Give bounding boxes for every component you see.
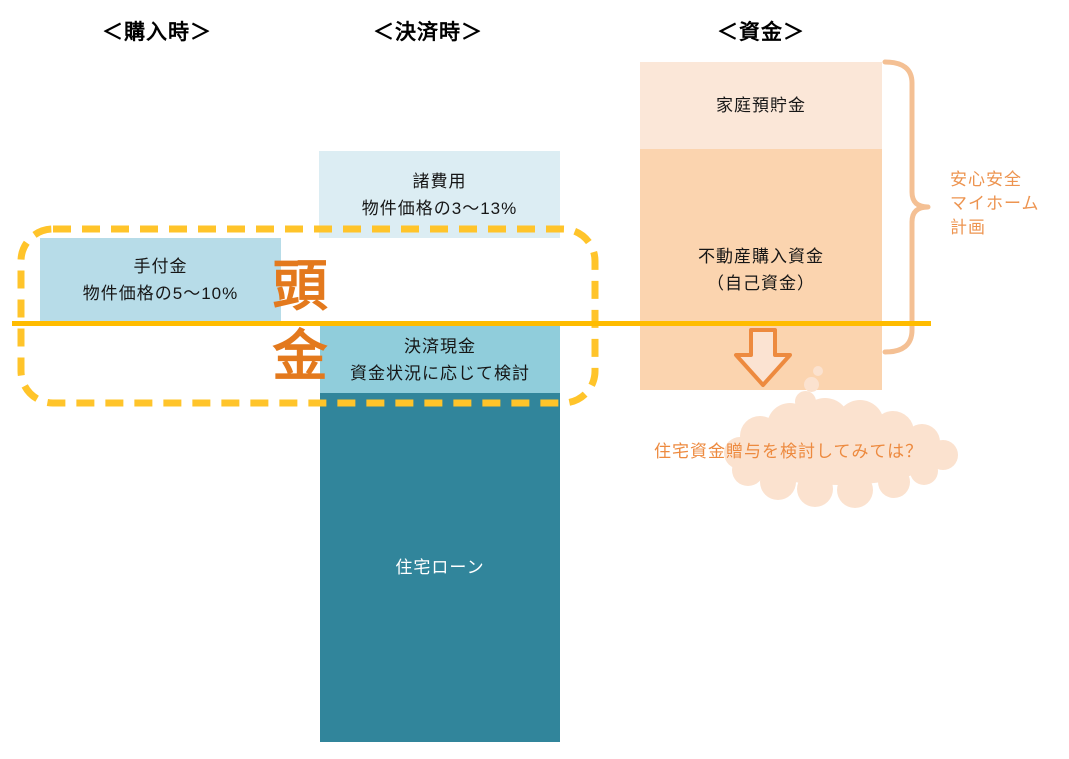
settlement-cash-box: 決済現金 資金状況に応じて検討 [320, 326, 560, 393]
plan-label-line1: 安心安全 [950, 170, 1022, 189]
deposit-box: 手付金 物件価格の5～10% [40, 238, 281, 322]
gift-suggestion-text: 住宅資金贈与を検討してみては？ [654, 442, 924, 461]
expenses-subtitle: 物件価格の3～13% [361, 198, 518, 218]
plan-brace [882, 59, 931, 355]
down-payment-label: 頭 金 [270, 251, 330, 391]
household-savings-box: 家庭預貯金 [640, 62, 882, 149]
down-payment-char-2: 金 [272, 325, 328, 387]
column-header-funds: ＜資金＞ [717, 21, 805, 44]
column-header-purchase: ＜購入時＞ [102, 21, 212, 44]
settlement-cash-subtitle: 資金状況に応じて検討 [350, 363, 530, 383]
down-payment-dashed-outline [17, 225, 599, 407]
purchase-funds-title: 不動産購入資金 [698, 246, 824, 266]
down-arrow-icon [734, 328, 792, 387]
home-loan-box: 住宅ローン [320, 393, 560, 742]
settlement-cash-title: 決済現金 [404, 336, 476, 356]
column-header-settlement: ＜決済時＞ [373, 21, 483, 44]
deposit-subtitle: 物件価格の5～10% [82, 284, 239, 303]
deposit-title: 手付金 [133, 257, 188, 276]
home-loan-title: 住宅ローン [395, 558, 485, 577]
bubble-trail-dot-2 [804, 377, 819, 392]
bubble-trail-dot-1 [813, 366, 823, 376]
household-savings-title: 家庭預貯金 [716, 96, 806, 115]
purchase-funds-subtitle: （自己資金） [707, 273, 815, 293]
plan-label-line3: 計画 [950, 218, 986, 237]
thought-cloud [710, 398, 965, 510]
bubble-trail-dot-3 [795, 391, 816, 412]
plan-label-line2: マイホーム [950, 194, 1040, 213]
expenses-title: 諸費用 [412, 171, 467, 191]
expenses-box: 諸費用 物件価格の3～13% [319, 151, 560, 238]
down-payment-char-1: 頭 [272, 255, 328, 317]
down-payment-level-line [12, 321, 931, 326]
plan-label: 安心安全 マイホーム 計画 [950, 168, 1040, 240]
